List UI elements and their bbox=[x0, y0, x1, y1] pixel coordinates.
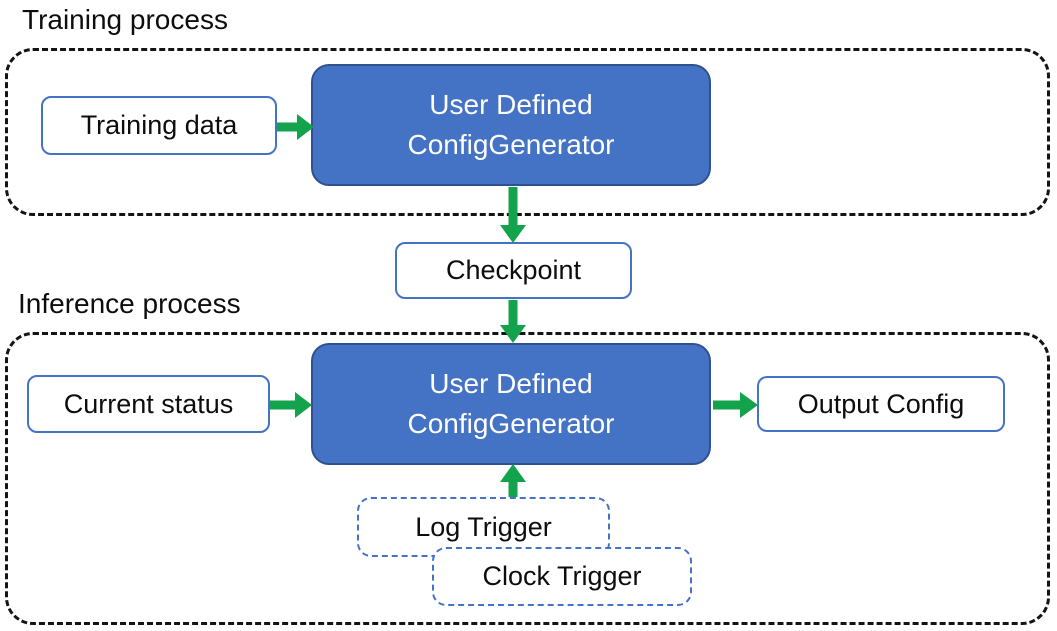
checkpoint-box: Checkpoint bbox=[395, 242, 632, 299]
current-status-box: Current status bbox=[27, 375, 270, 433]
training-data-box: Training data bbox=[41, 96, 277, 155]
training-config-generator-box: User Defined ConfigGenerator bbox=[311, 64, 711, 186]
inference-process-label: Inference process bbox=[18, 288, 241, 319]
inference-config-generator-box: User Defined ConfigGenerator bbox=[311, 343, 711, 465]
training-process-container bbox=[5, 48, 1050, 216]
output-config-box: Output Config bbox=[757, 376, 1005, 432]
clock-trigger-box: Clock Trigger bbox=[432, 547, 692, 606]
training-process-label: Training process bbox=[22, 4, 228, 35]
inference-process-container bbox=[5, 332, 1050, 625]
